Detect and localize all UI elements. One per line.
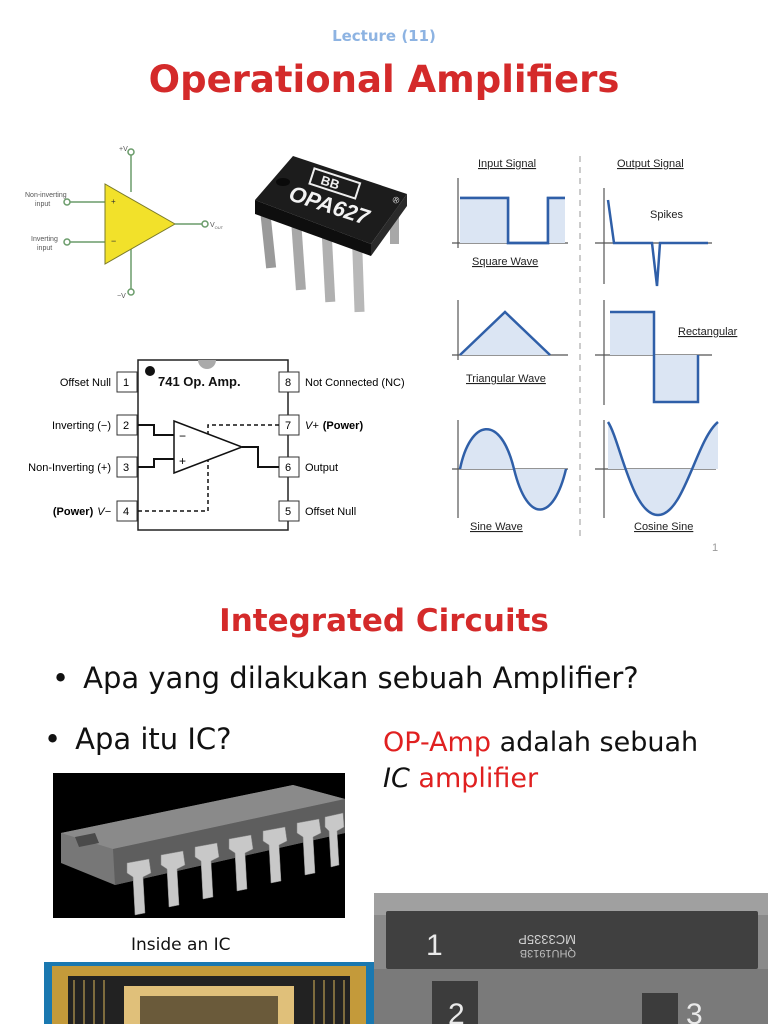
opamp-term: OP-Amp	[383, 727, 491, 758]
pinout-minus-sign: −	[179, 429, 186, 443]
vout-label: VOUT	[210, 222, 224, 230]
input-signal-header: Input Signal	[478, 158, 536, 170]
pin-2: 2 Inverting (−)	[52, 414, 138, 436]
cosine-label: Cosine Sine	[634, 521, 693, 533]
lecture-label: Lecture (11)	[332, 27, 436, 45]
svg-text:4: 4	[123, 506, 129, 518]
svg-text:(Power)V−: (Power)V−	[53, 506, 112, 518]
svg-text:Offset Null: Offset Null	[305, 506, 356, 518]
pin-1: 1 Offset Null	[60, 371, 138, 393]
signal-waveforms-diagram: Input Signal Output Signal Square Wave S…	[452, 156, 738, 540]
pin-3: 3 Non-Inverting (+)	[28, 456, 138, 478]
spikes-label: Spikes	[650, 209, 684, 221]
inverting-label-1: Inverting	[31, 236, 58, 243]
minus-sign: −	[111, 236, 116, 246]
chip-marking: MC3335P	[518, 932, 576, 947]
svg-text:6: 6	[285, 462, 291, 474]
bullet-amplifier-question: • Apa yang dilakukan sebuah Amplifier?	[52, 661, 639, 695]
rectangular-label: Rectangular	[678, 326, 738, 338]
opa627-chip-image: BB OPA627 ®	[255, 156, 407, 313]
bullet-ic-question: • Apa itu IC?	[44, 722, 232, 756]
ic-term: IC	[383, 763, 410, 794]
svg-text:V+(Power): V+(Power)	[305, 420, 363, 432]
square-wave-label: Square Wave	[472, 256, 538, 268]
inverting-label-2: input	[37, 245, 52, 252]
bullet-dot: •	[44, 722, 62, 756]
pin-label-2: 2	[448, 998, 465, 1024]
pin-label-1: 1	[426, 929, 443, 962]
dip-ic-photo	[53, 773, 345, 918]
svg-text:1: 1	[123, 377, 129, 389]
chip-logo: BB	[319, 172, 341, 192]
opamp-definition: OP-Amp adalah sebuah IC amplifier	[383, 725, 698, 797]
svg-text:7: 7	[285, 420, 291, 432]
non-inverting-label-2: input	[35, 201, 50, 208]
plus-v-label: +V	[119, 146, 128, 153]
pin-8: 8 Not Connected (NC)	[278, 371, 405, 393]
page-number: 1	[712, 542, 719, 554]
inside-ic-label: Inside an IC	[131, 935, 231, 955]
svg-text:8: 8	[285, 377, 291, 389]
opamp-rest: adalah sebuah	[491, 727, 699, 758]
bullet-dot: •	[52, 661, 70, 695]
opamp-symbol-diagram: +V −V + − VOUT Non-inverting input Inver…	[25, 146, 224, 300]
chip-reg-mark: ®	[391, 194, 401, 206]
svg-text:Inverting (−): Inverting (−)	[52, 420, 111, 432]
section-title: Integrated Circuits	[219, 603, 549, 639]
non-inverting-label-1: Non-inverting	[25, 192, 67, 199]
svg-text:Non-Inverting (+): Non-Inverting (+)	[28, 462, 111, 474]
minus-v-label: −V	[117, 293, 126, 300]
svg-text:Offset Null: Offset Null	[60, 377, 111, 389]
pin-7: 7 V+(Power)	[278, 414, 363, 436]
slide-title: Operational Amplifiers	[148, 58, 620, 101]
bullet-text: Apa yang dilakukan sebuah Amplifier?	[83, 661, 639, 695]
pinout-741-diagram: 741 Op. Amp. 1 Offset Null 2 Inverting (…	[28, 359, 405, 531]
triangular-wave-label: Triangular Wave	[466, 373, 546, 385]
pinout-title: 741 Op. Amp.	[158, 374, 241, 389]
pin-5: 5 Offset Null	[278, 500, 356, 522]
chip-closeup-photo: 1 MC3335P QHU1913B 2 3	[374, 893, 768, 1024]
svg-text:Output: Output	[305, 462, 338, 474]
pin-6: 6 Output	[278, 456, 338, 478]
svg-text:5: 5	[285, 506, 291, 518]
pin-label-3: 3	[686, 998, 703, 1024]
svg-text:Not Connected (NC): Not Connected (NC)	[305, 377, 405, 389]
sine-wave-label: Sine Wave	[470, 521, 523, 533]
output-signal-header: Output Signal	[617, 158, 684, 170]
svg-text:2: 2	[123, 420, 129, 432]
amplifier-term: amplifier	[409, 763, 539, 794]
pin-4: 4 (Power)V−	[53, 500, 138, 522]
bullet-text: Apa itu IC?	[75, 722, 232, 756]
ic-die-photo	[44, 962, 374, 1024]
plus-sign: +	[111, 197, 116, 206]
svg-text:3: 3	[123, 462, 129, 474]
chip-code: QHU1913B	[520, 947, 576, 959]
pinout-plus-sign: +	[179, 454, 186, 468]
